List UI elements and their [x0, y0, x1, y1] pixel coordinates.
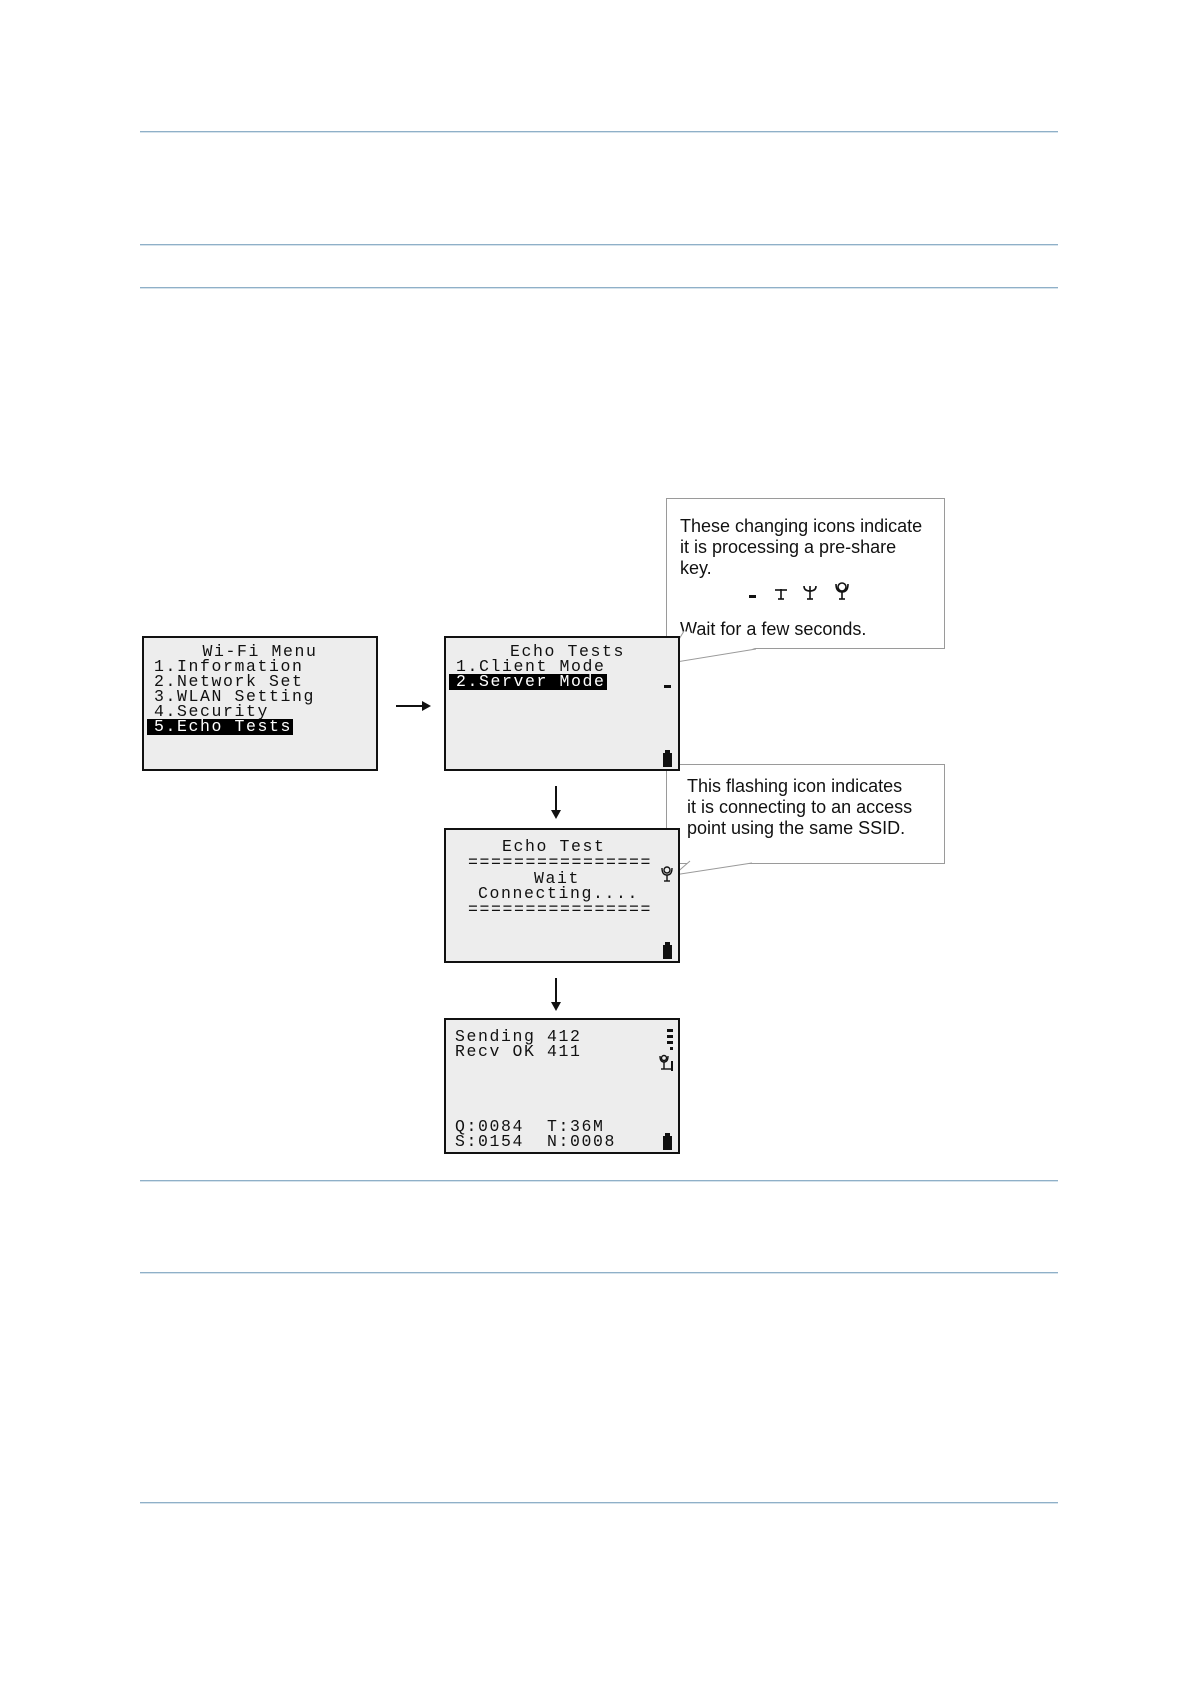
wifi-menu-item-wlan-setting[interactable]: 3.WLAN Setting	[154, 687, 316, 706]
signal-strength-icon	[659, 1029, 673, 1071]
footer-rule	[140, 1502, 1058, 1504]
wifi-menu-item-echo-tests[interactable]: 5.Echo Tests	[147, 718, 294, 735]
antenna-small-icon	[775, 589, 787, 600]
signal-dash-icon	[664, 685, 671, 688]
battery-icon	[663, 750, 672, 767]
arrow-down-icon	[551, 786, 561, 819]
echo-tests-item-server-mode[interactable]: 2.Server Mode	[449, 673, 607, 690]
separator-bottom: ================	[468, 900, 653, 919]
stats-s-n: S:0154 N:0008	[455, 1132, 617, 1151]
header-rule	[140, 131, 1058, 133]
sending-count: Sending 412	[455, 1027, 582, 1046]
callout-psk-line-1: These changing icons indicate	[680, 516, 923, 536]
callout-ap: This flashing icon indicates it is conne…	[666, 764, 945, 864]
screen-wifi-menu: Wi-Fi Menu 1.Information 2.Network Set 3…	[142, 636, 378, 771]
screen-echo-tests: Echo Tests 1.Client Mode 2.Server Mode	[444, 636, 680, 771]
callout-psk-wait: Wait for a few seconds.	[680, 619, 867, 639]
wifi-menu-title: Wi-Fi Menu	[202, 642, 318, 661]
wait-text: Wait	[534, 869, 581, 888]
arrow-right-icon	[396, 701, 431, 711]
antenna-full-icon	[661, 866, 673, 882]
figure-rule-bottom	[140, 1272, 1058, 1274]
echo-tests-item-client-mode[interactable]: 1.Client Mode	[456, 657, 606, 676]
battery-icon	[663, 942, 672, 959]
echo-test-title: Echo Test	[502, 837, 606, 856]
recv-ok-count: Recv OK 411	[455, 1042, 582, 1061]
figure-rule-top	[140, 1180, 1058, 1182]
callout-psk: These changing icons indicate it is proc…	[666, 498, 945, 649]
wifi-menu-item-network-set[interactable]: 2.Network Set	[154, 672, 304, 691]
echo-tests-title: Echo Tests	[510, 642, 626, 661]
stats-q-t: Q:0084 T:36M	[455, 1117, 605, 1136]
arrow-down-icon	[551, 978, 561, 1011]
callout-psk-line-2: it is processing a pre-share	[680, 537, 897, 557]
wifi-menu-item-information[interactable]: 1.Information	[154, 657, 304, 676]
signal-dash-icon	[749, 595, 756, 598]
callout-ap-line-3: point using the same SSID.	[687, 818, 906, 838]
wifi-menu-item-security[interactable]: 4.Security	[154, 702, 270, 721]
callout-psk-line-3: key.	[680, 558, 712, 578]
section-rule-bottom	[140, 287, 1058, 289]
screen-echo-result: Sending 412 Recv OK 411 Q:0084 T:36M S:0…	[444, 1018, 680, 1154]
antenna-medium-icon	[803, 585, 817, 600]
screen-echo-test-wait: Echo Test ================ Wait Connecti…	[444, 828, 680, 963]
section-rule-top	[140, 244, 1058, 246]
psk-icon-sequence	[749, 582, 849, 600]
callout-ap-line-1: This flashing icon indicates	[687, 776, 903, 796]
callout-ap-line-2: it is connecting to an access	[687, 797, 913, 817]
battery-icon	[663, 1133, 672, 1150]
antenna-full-icon	[835, 582, 849, 600]
connecting-text: Connecting....	[478, 884, 640, 903]
separator-top: ================	[468, 853, 653, 872]
